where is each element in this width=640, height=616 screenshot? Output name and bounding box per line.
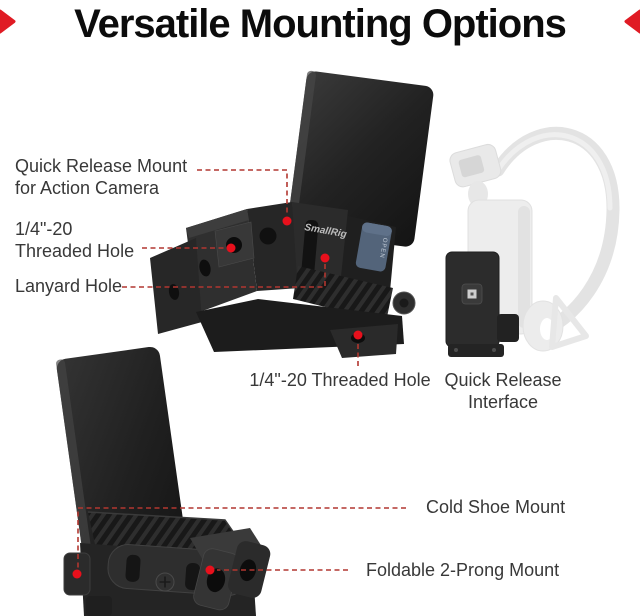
label-line: 1/4"-20 Threaded Hole bbox=[249, 370, 431, 390]
leader-cold-shoe bbox=[77, 507, 406, 568]
latch-open-text: OPEN bbox=[378, 237, 388, 259]
page-title: Versatile Mounting Options bbox=[74, 2, 567, 46]
label-line: Foldable 2-Prong Mount bbox=[366, 560, 560, 580]
quick-release-plate bbox=[445, 251, 519, 357]
dot-threaded-hole-side bbox=[226, 243, 236, 253]
quick-release-interface-label: Quick Release Interface bbox=[438, 369, 568, 413]
foldable-two-prong-mount-label: Foldable 2-Prong Mount bbox=[366, 559, 559, 581]
round-hole bbox=[259, 227, 277, 245]
label-line: Threaded Hole bbox=[15, 241, 135, 261]
dot-two-prong bbox=[205, 565, 215, 575]
bottom-product-cage-folded bbox=[56, 346, 271, 616]
top-product-cage-with-monitor: SmallRig OPEN bbox=[150, 70, 434, 358]
two-prong-mount bbox=[190, 528, 271, 611]
label-line: Quick Release Mount bbox=[15, 156, 188, 176]
title-marker-left-icon bbox=[0, 9, 16, 34]
rubber-pad bbox=[293, 266, 393, 322]
threaded-hole-bottom-label: 1/4"-20 Threaded Hole bbox=[245, 369, 435, 391]
quick-release-mount-label: Quick Release Mount for Action Camera bbox=[15, 155, 187, 199]
title-marker-right-icon bbox=[624, 9, 640, 34]
release-latch: OPEN bbox=[355, 222, 392, 272]
marker-dots bbox=[72, 216, 363, 579]
lanyard-hole-label: Lanyard Hole bbox=[15, 275, 122, 297]
right-product-pocket-camera bbox=[445, 127, 620, 357]
label-line: for Action Camera bbox=[15, 178, 160, 198]
dot-threaded-hole-bottom bbox=[353, 330, 363, 340]
monitor-edge-highlight bbox=[286, 70, 316, 232]
threaded-hole-side-label: 1/4"-20 Threaded Hole bbox=[15, 218, 134, 262]
leader-lines bbox=[77, 169, 406, 571]
label-line: Quick Release bbox=[444, 370, 562, 390]
label-line: Lanyard Hole bbox=[15, 276, 123, 296]
label-line: 1/4"-20 bbox=[15, 219, 73, 239]
dot-cold-shoe bbox=[72, 569, 82, 579]
dot-lanyard-hole bbox=[320, 253, 330, 263]
label-line: Cold Shoe Mount bbox=[426, 497, 566, 517]
camera-head bbox=[449, 143, 502, 188]
cold-shoe-mount-label: Cold Shoe Mount bbox=[426, 496, 565, 518]
dot-quick-release-mount bbox=[282, 216, 292, 226]
leader-quick-release-mount bbox=[197, 169, 288, 214]
label-line: Interface bbox=[467, 392, 539, 412]
header: Versatile Mounting Options bbox=[0, 0, 640, 58]
oval-hole bbox=[199, 259, 211, 277]
